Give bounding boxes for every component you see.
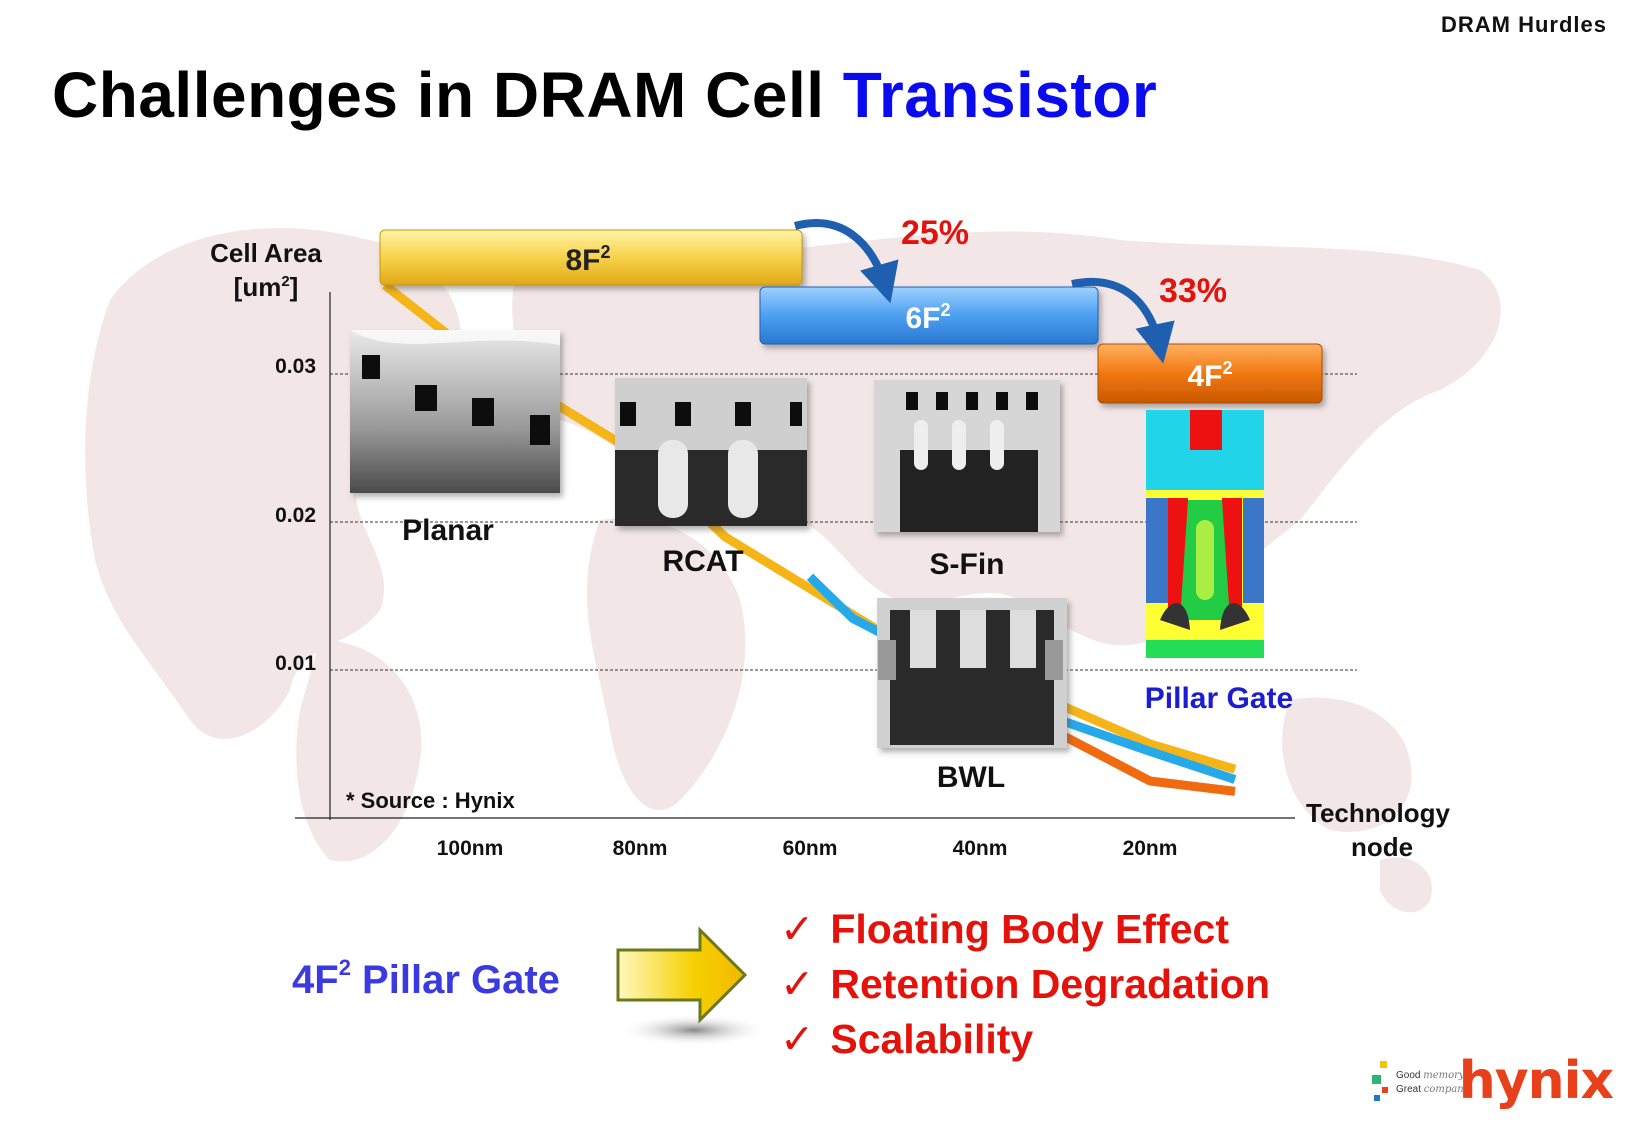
transition-arrow-icon — [793, 219, 899, 304]
check-icon: ✓ — [780, 960, 815, 1008]
bwl-micrograph-image — [877, 598, 1067, 748]
cell-type-label-pillar-gate: Pillar Gate — [1145, 682, 1293, 715]
transition-arrow-icon — [1071, 277, 1175, 364]
reduction-label: 25% — [901, 214, 969, 252]
cell-size-bar-8f2 — [379, 229, 803, 286]
issue-item: ✓Floating Body Effect — [780, 905, 1229, 953]
sfin-micrograph-image — [874, 380, 1060, 532]
cell-size-label-4f2: 4F2 — [1187, 358, 1232, 393]
cell-type-label-bwl: BWL — [937, 761, 1005, 794]
x-tick-label: 80nm — [613, 837, 668, 860]
pillar-gate-simulation-image — [1146, 410, 1264, 658]
logo-squares-icon — [1372, 1061, 1388, 1101]
y-tick-label: 0.02 — [275, 504, 316, 527]
issue-item: ✓Retention Degradation — [780, 960, 1270, 1008]
cell-type-label-planar: Planar — [402, 514, 494, 547]
check-icon: ✓ — [780, 1015, 815, 1063]
arrow-shadow — [619, 1014, 769, 1046]
x-tick-label: 40nm — [953, 837, 1008, 860]
title-highlight: Transistor — [842, 59, 1158, 131]
x-tick-label: 100nm — [437, 837, 504, 860]
slide-label: DRAM Hurdles — [1440, 12, 1607, 37]
rcat-micrograph-image — [615, 378, 807, 526]
planar-micrograph-image — [350, 330, 560, 493]
cell-size-label-8f2: 8F2 — [565, 242, 610, 277]
y-tick-label: 0.01 — [275, 652, 316, 675]
cell-type-label-sfin: S-Fin — [930, 548, 1005, 581]
y-axis-title-line2: [um2] — [234, 272, 299, 302]
cell-type-label-rcat: RCAT — [662, 545, 743, 578]
x-axis-title-line2: node — [1351, 832, 1413, 862]
issue-item: ✓Scalability — [780, 1015, 1034, 1063]
check-icon: ✓ — [780, 905, 815, 953]
cell-size-bar-6f2 — [759, 286, 1099, 345]
pillar-gate-lead: 4F2 Pillar Gate — [292, 955, 560, 1002]
logo-brand: hynix — [1458, 1051, 1614, 1111]
x-tick-label: 20nm — [1123, 837, 1178, 860]
page-title: Challenges in DRAM Cell Transistor — [52, 58, 1157, 132]
source-note: * Source : Hynix — [346, 788, 515, 813]
reduction-label: 33% — [1159, 272, 1227, 310]
x-tick-label: 60nm — [783, 837, 838, 860]
x-axis-title-line1: Technology — [1306, 798, 1451, 828]
y-tick-label: 0.03 — [275, 355, 316, 378]
right-arrow-icon — [616, 926, 748, 1024]
title-main: Challenges in DRAM Cell — [52, 59, 843, 131]
cell-size-label-6f2: 6F2 — [905, 300, 950, 335]
y-axis-title-line1: Cell Area — [210, 238, 322, 268]
